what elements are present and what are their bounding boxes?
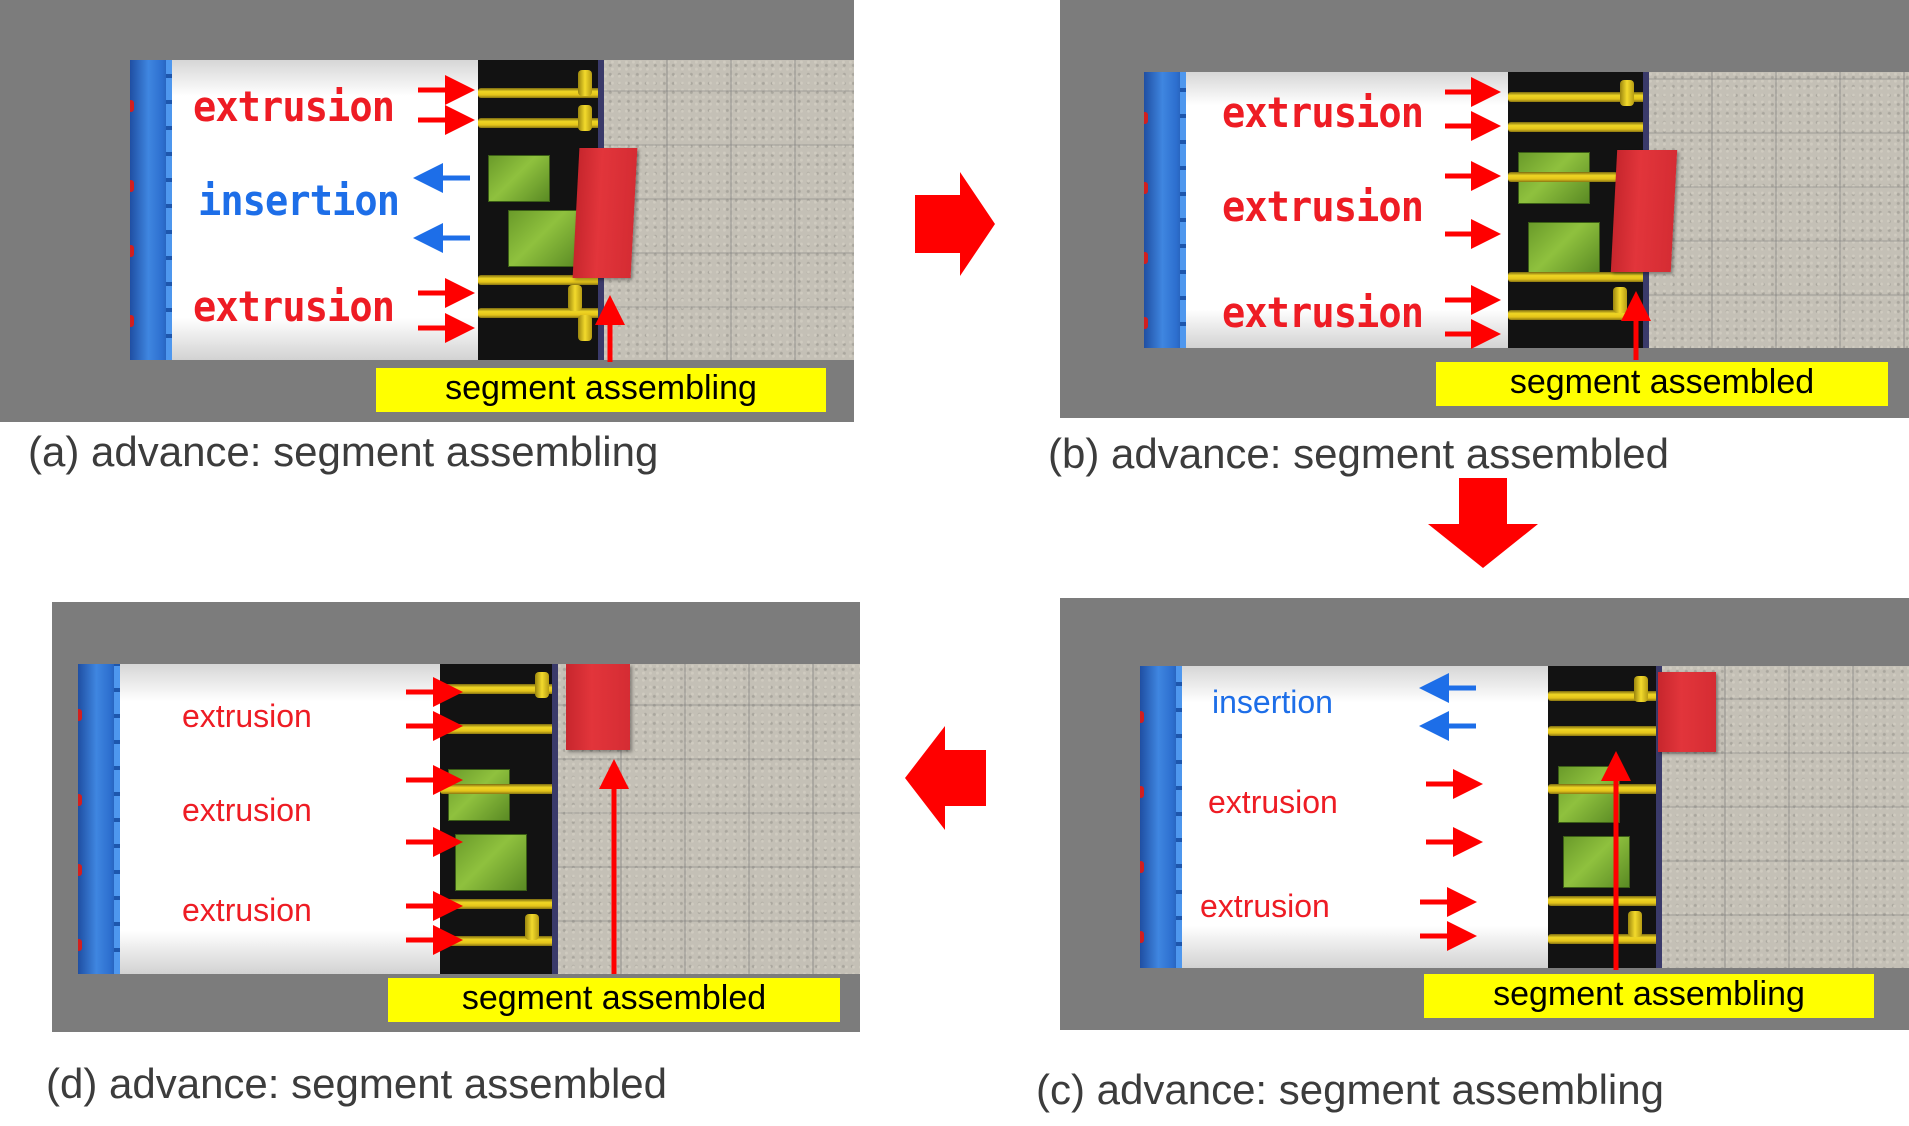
shield-front: [1144, 72, 1190, 348]
panel-d-label-2: extrusion: [182, 792, 312, 828]
panel-d-tag: segment assembled: [388, 978, 840, 1022]
panel-b-label-1: extrusion: [1222, 88, 1424, 137]
panel-c-label-2: extrusion: [1208, 784, 1338, 820]
shield-body: [1182, 666, 1548, 968]
panel-c-label-3: extrusion: [1200, 888, 1330, 924]
tbm-machine: [1140, 666, 1909, 968]
panel-a-label-1: extrusion: [193, 82, 395, 131]
panel-a: extrusion insertion extrusion segment as…: [0, 0, 854, 422]
panel-d-label-1: extrusion: [182, 698, 312, 734]
segment-block: [1610, 150, 1678, 272]
segment-block: [566, 664, 630, 750]
panel-c: insertion extrusion extrusion segment as…: [1060, 598, 1909, 1030]
jack-machinery: [1548, 666, 1656, 968]
panel-a-tag: segment assembling: [376, 368, 826, 412]
tunnel-lining: [604, 60, 854, 360]
jack-machinery: [1508, 72, 1643, 348]
shield-body: [172, 60, 478, 360]
tbm-machine: [1144, 72, 1909, 348]
panel-d-caption: (d) advance: segment assembled: [46, 1060, 667, 1107]
segment-block: [1658, 672, 1716, 752]
panel-c-caption: (c) advance: segment assembling: [1036, 1066, 1664, 1113]
panel-a-label-2: insertion: [198, 176, 400, 225]
shield-body: [120, 664, 440, 974]
arrow-down-icon: [1428, 478, 1538, 568]
panel-a-caption: (a) advance: segment assembling: [28, 428, 659, 475]
arrow-right-icon: [915, 172, 995, 276]
panel-b-label-3: extrusion: [1222, 288, 1424, 337]
arrow-left-icon: [905, 726, 986, 830]
segment-block: [572, 148, 638, 278]
panel-b-caption: (b) advance: segment assembled: [1048, 430, 1669, 477]
panel-d: extrusion extrusion extrusion segment as…: [52, 602, 860, 1032]
panel-c-label-1: insertion: [1212, 684, 1333, 720]
tbm-machine: [130, 60, 854, 360]
panel-b-tag: segment assembled: [1436, 362, 1888, 406]
shield-front: [130, 60, 176, 360]
shield-front: [1140, 666, 1186, 968]
jack-machinery: [440, 664, 552, 974]
tunnel-lining: [1649, 72, 1909, 348]
panel-b-label-2: extrusion: [1222, 182, 1424, 231]
tbm-machine: [78, 664, 860, 974]
panel-b: extrusion extrusion extrusion segment as…: [1060, 0, 1909, 418]
shield-front: [78, 664, 124, 974]
panel-a-label-3: extrusion: [193, 282, 395, 331]
panel-d-label-3: extrusion: [182, 892, 312, 928]
panel-c-tag: segment assembling: [1424, 974, 1874, 1018]
